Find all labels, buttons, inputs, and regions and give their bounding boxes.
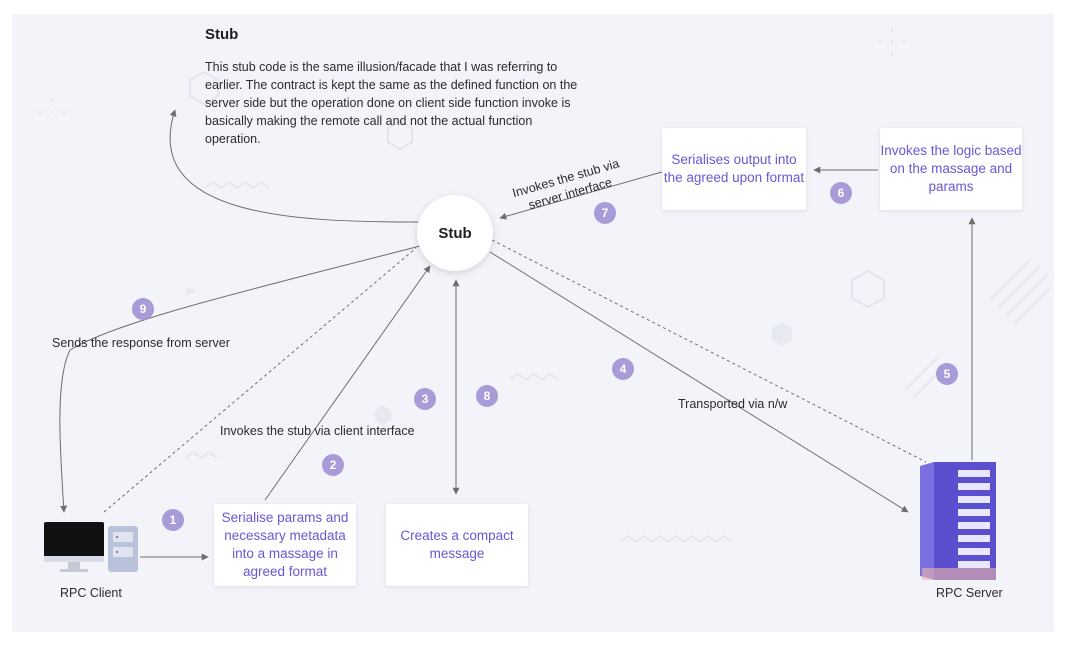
stub-note-title: Stub	[205, 26, 239, 43]
rpc-client-label: RPC Client	[60, 586, 122, 600]
edge-serialise-to-stub	[264, 265, 431, 501]
step-badge-1: 1	[162, 509, 184, 531]
step-badge-6: 6	[830, 182, 852, 204]
edge-stub-to-server	[489, 251, 909, 513]
decor-hexagon	[387, 119, 413, 151]
rpc-server-label: RPC Server	[936, 586, 1003, 600]
edge-stub-to-client	[59, 245, 421, 513]
decor-hexagon-filled	[772, 322, 792, 346]
dashed-link-client-stub	[103, 247, 417, 513]
step-badge-5: 5	[936, 363, 958, 385]
stub-note-body: This stub code is the same illusion/faca…	[205, 60, 578, 146]
box-serialise-params[interactable]: Serialise params and necessary metadata …	[214, 504, 356, 586]
edge-stub-to-note	[169, 109, 419, 223]
diagram-canvas	[12, 14, 1054, 632]
stub-node[interactable]: Stub	[417, 195, 493, 271]
step-badge-2: 2	[322, 454, 344, 476]
decor-hexagon-filled	[375, 405, 391, 425]
decor-hexagon	[189, 70, 219, 106]
step-badge-3: 3	[414, 388, 436, 410]
dashed-link-stub-server	[491, 239, 927, 463]
rpc-server-icon	[920, 462, 996, 580]
edge-label-sends-response: Sends the response from server	[52, 336, 230, 350]
step-badge-7: 7	[594, 202, 616, 224]
edge-label-transported: Transported via n/w	[678, 397, 788, 411]
step-badge-9: 9	[132, 298, 154, 320]
decor-triangle	[186, 286, 196, 296]
edge-label-invokes-client: Invokes the stub via client interface	[220, 424, 415, 438]
step-badge-8: 8	[476, 385, 498, 407]
box-compact-message[interactable]: Creates a compact message	[386, 504, 528, 586]
rpc-client-icon	[44, 522, 138, 572]
decor-dot-grid	[38, 28, 906, 114]
box-serialise-output[interactable]: Serialises output into the agreed upon f…	[662, 128, 806, 210]
decor-zigzag	[184, 181, 733, 543]
edge-output-to-stub	[499, 171, 663, 220]
box-invokes-logic[interactable]: Invokes the logic based on the massage a…	[880, 128, 1022, 210]
step-badge-4: 4	[612, 358, 634, 380]
decor-hexagon	[851, 269, 885, 309]
